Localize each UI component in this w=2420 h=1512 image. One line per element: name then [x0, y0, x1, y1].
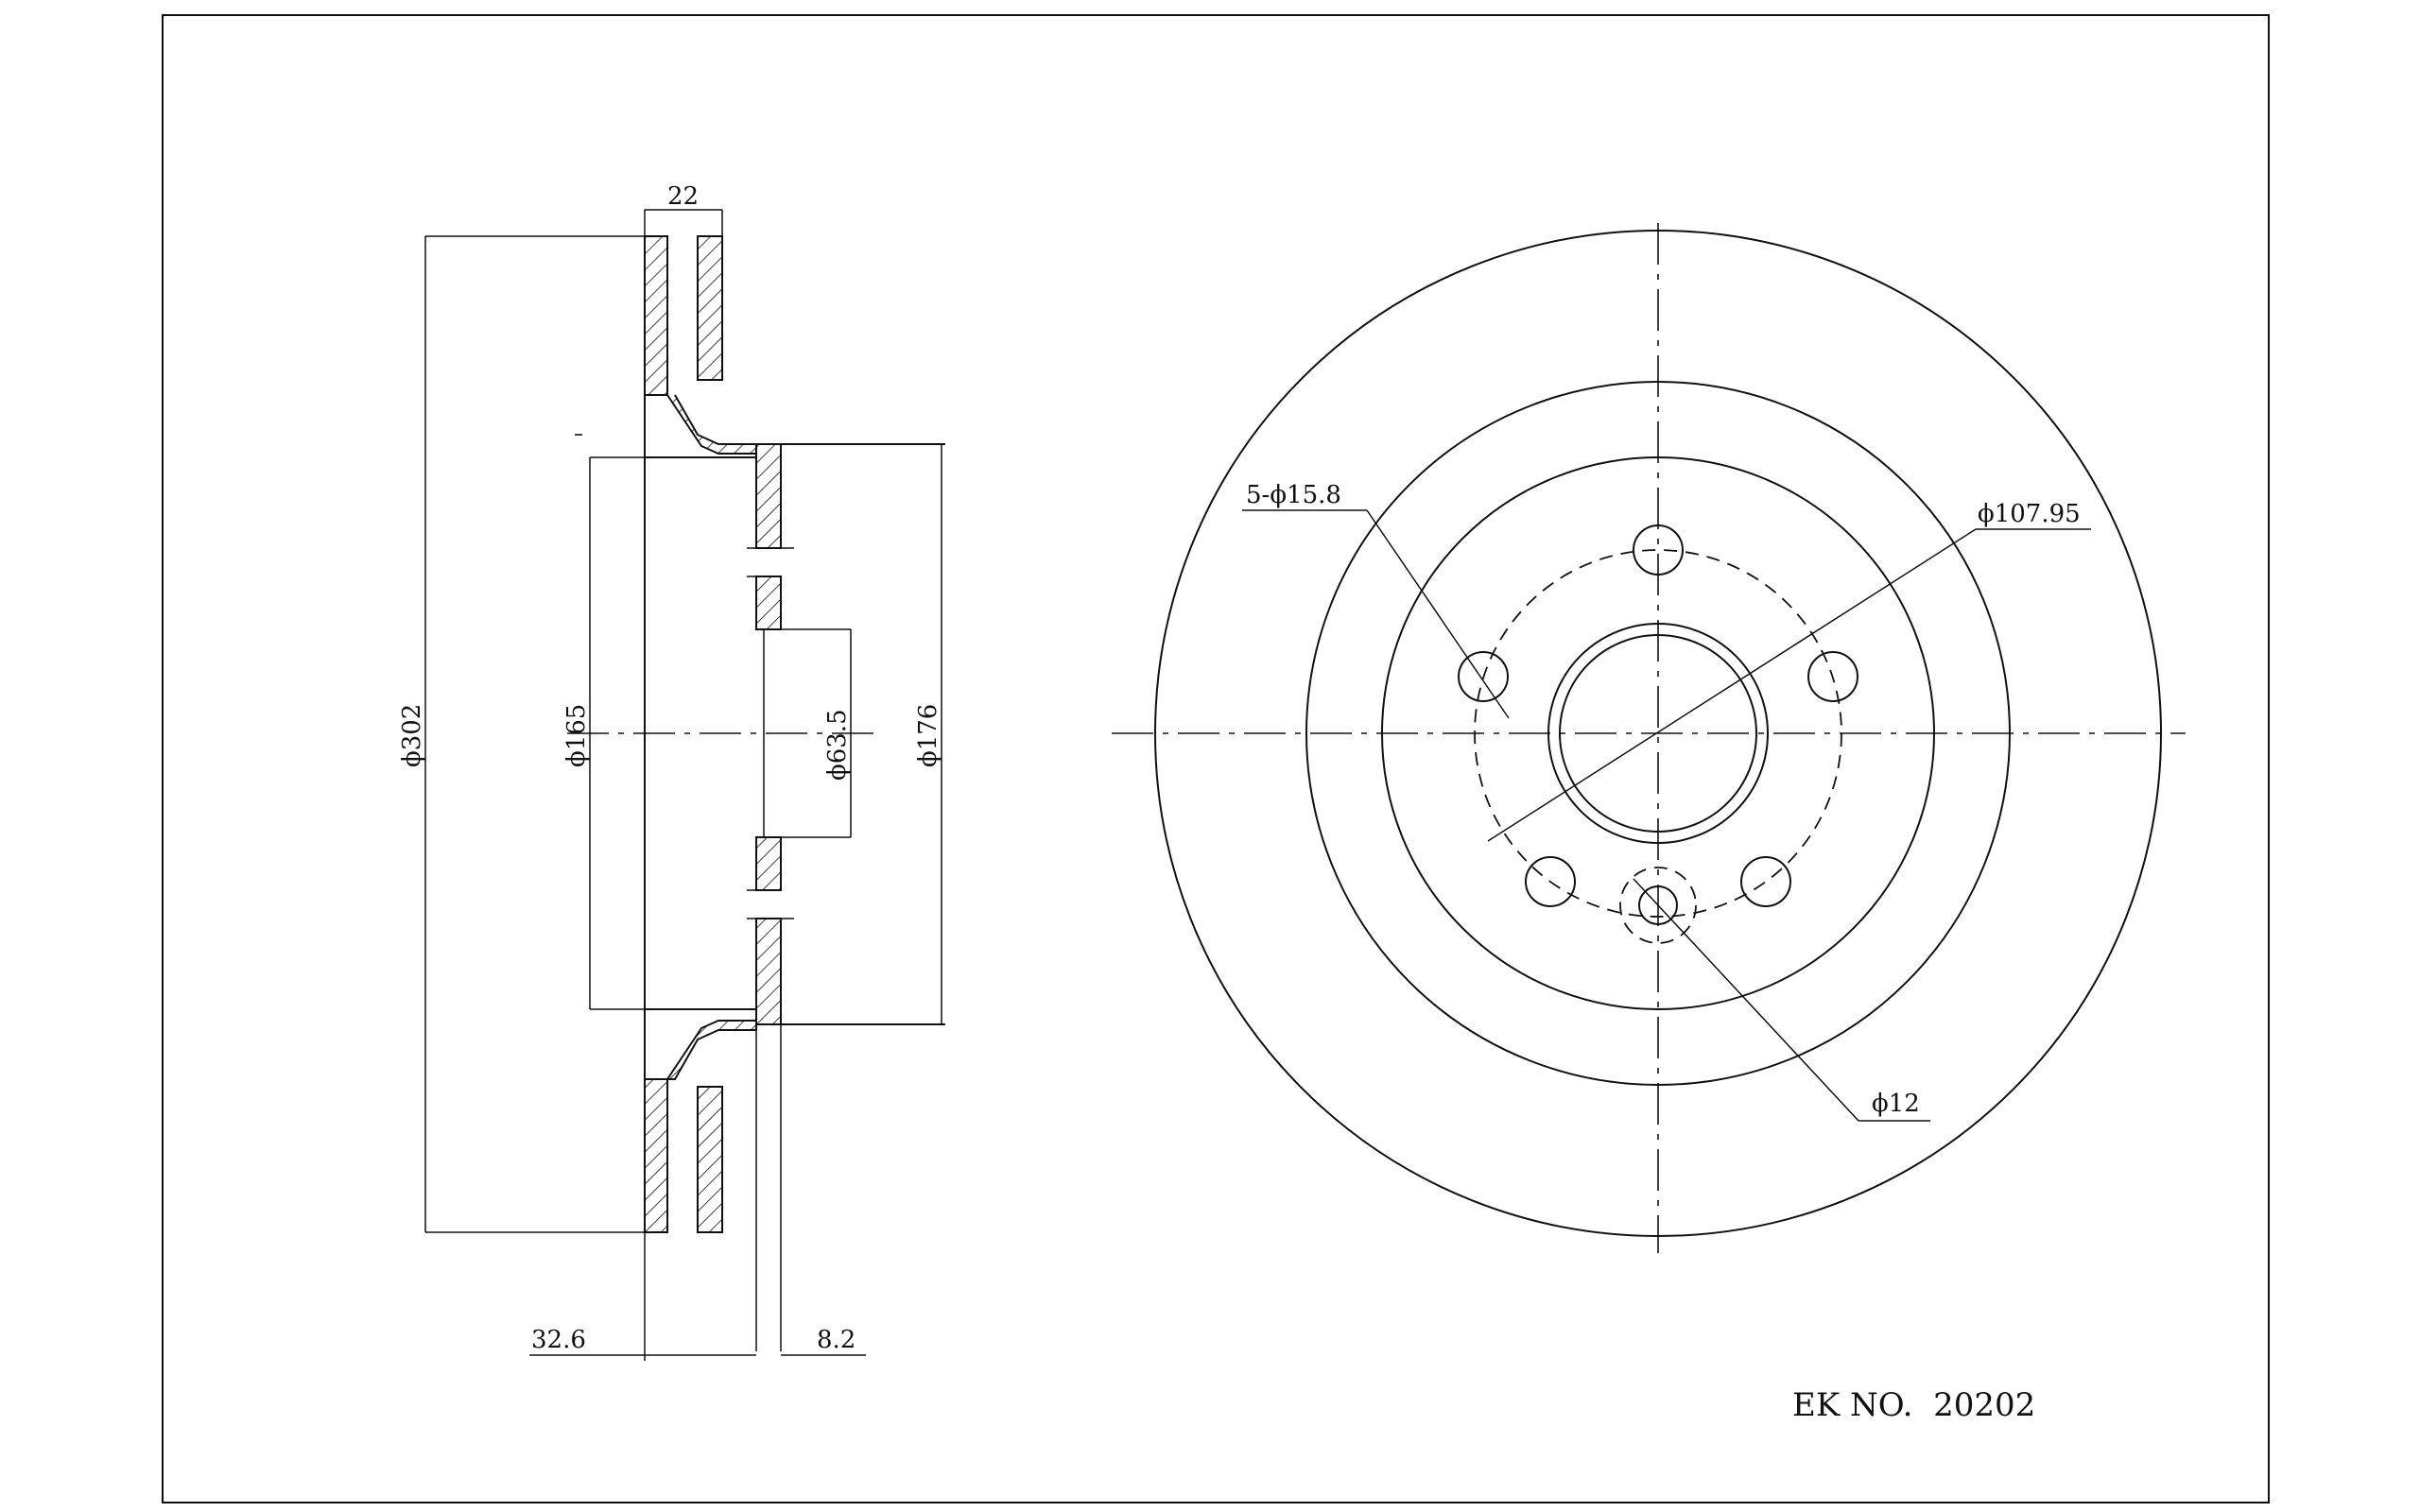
- lower-outer-plate: [644, 1078, 668, 1233]
- pin-hole-boundary: [1619, 867, 1697, 944]
- part-number: EK NO. 20202: [1792, 1386, 2035, 1424]
- dim-hat-outer: ϕ176: [914, 704, 942, 767]
- dim-thickness: 22: [667, 182, 699, 211]
- dim-hat-thickness: 8.2: [817, 1326, 856, 1354]
- hat-web-top: [755, 443, 782, 549]
- hat-web-bottom: [755, 918, 782, 1025]
- drawing-border: [162, 14, 2270, 1503]
- front-view-dimensions: 5-ϕ15.8 ϕ107.95 ϕ12: [1242, 481, 2091, 1122]
- dim-center-bore: ϕ63.5: [823, 709, 852, 781]
- upper-outer-plate: [644, 235, 668, 396]
- dim-pin-hole: ϕ12: [1872, 1090, 1920, 1118]
- dim-pcd: ϕ107.95: [1978, 500, 2081, 528]
- dim-outer-diameter: ϕ302: [398, 704, 426, 767]
- lower-inner-plate: [697, 1086, 723, 1233]
- bolt-hole: [1458, 651, 1509, 702]
- lower-neck: [645, 1020, 757, 1080]
- dim-overall-height: 32.6: [531, 1326, 586, 1354]
- front-view: [1112, 223, 2186, 1253]
- side-section-view: [567, 235, 945, 1351]
- bolt-hole: [1807, 651, 1858, 702]
- dim-bolt-holes: 5-ϕ15.8: [1246, 481, 1341, 509]
- bolt-hole: [1525, 856, 1576, 907]
- hat-web-mid-lower: [755, 836, 782, 891]
- side-view-dimensions: 22 ϕ302 ϕ165 ϕ63.5 ϕ176 32.6 8.2: [398, 182, 945, 1361]
- upper-inner-plate: [697, 235, 723, 381]
- upper-neck: [645, 394, 757, 455]
- dim-hat-diameter: ϕ165: [562, 704, 591, 767]
- bolt-hole: [1740, 856, 1791, 907]
- hat-web-mid-upper: [755, 576, 782, 630]
